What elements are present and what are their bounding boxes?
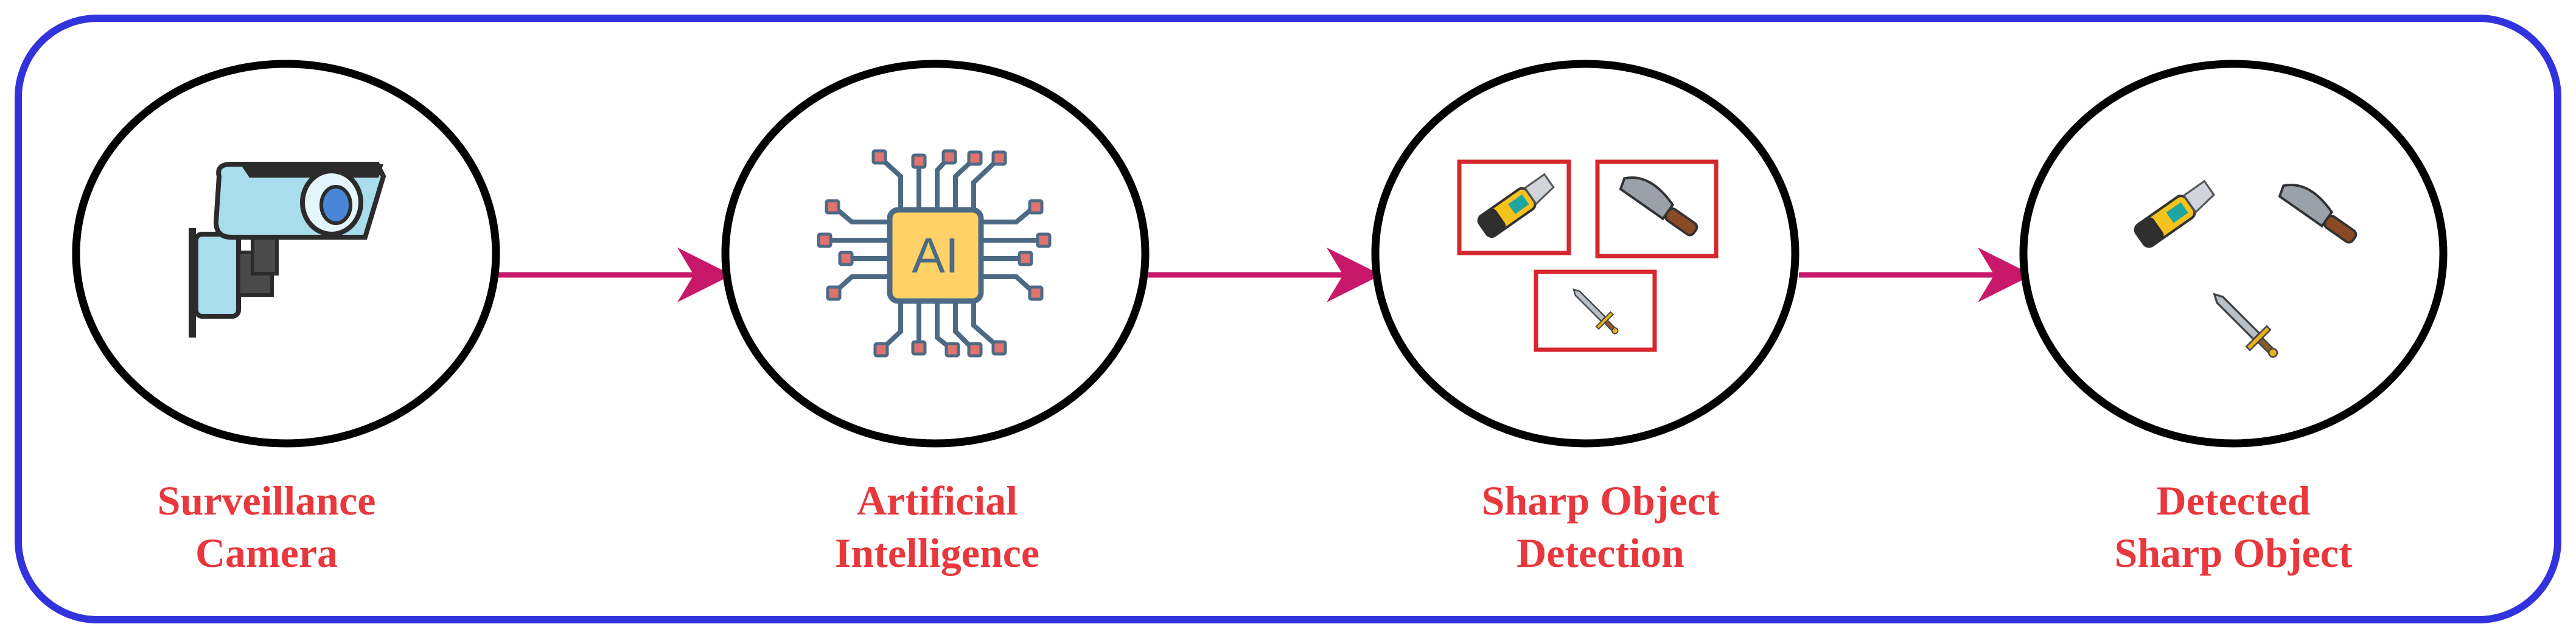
step-label-sharp-object-detection: Sharp Object Detection — [1387, 474, 1813, 579]
step-node-detected-sharp-object — [2019, 60, 2448, 448]
step-label-line2: Camera — [195, 530, 338, 576]
detection-box-sword — [1534, 269, 1657, 352]
chip-body — [887, 207, 984, 304]
chip-label: AI — [912, 228, 958, 283]
step-node-surveillance-camera — [72, 60, 500, 448]
detection-box-kitchen-knife — [1595, 159, 1719, 258]
diagram-frame — [15, 15, 2561, 623]
step-label-line2: Sharp Object — [2114, 530, 2353, 576]
step-node-sharp-object-detection — [1371, 60, 1799, 448]
step-label-line1: Sharp Object — [1481, 477, 1720, 524]
step-label-detected-sharp-object: Detected Sharp Object — [2020, 474, 2446, 579]
step-node-artificial-intelligence: AI — [721, 60, 1150, 448]
step-label-surveillance-camera: Surveillance Camera — [54, 474, 480, 579]
detection-box-utility-knife — [1457, 159, 1571, 255]
kitchen-knife-icon — [2278, 184, 2358, 244]
step-label-line1: Artificial — [856, 477, 1018, 524]
step-label-line2: Detection — [1517, 530, 1684, 576]
step-label-artificial-intelligence: Artificial Intelligence — [724, 474, 1150, 579]
step-label-line2: Intelligence — [834, 530, 1040, 576]
security-camera-icon — [189, 162, 386, 338]
chip-pin-pads — [817, 149, 1052, 358]
kitchen-knife-icon — [1619, 176, 1698, 237]
step-label-line1: Surveillance — [157, 477, 376, 524]
sword-icon — [2213, 293, 2278, 358]
step-label-line1: Detected — [2156, 477, 2311, 524]
utility-knife-icon — [1477, 173, 1555, 238]
sword-icon — [1572, 288, 1619, 335]
utility-knife-icon — [2134, 179, 2216, 248]
